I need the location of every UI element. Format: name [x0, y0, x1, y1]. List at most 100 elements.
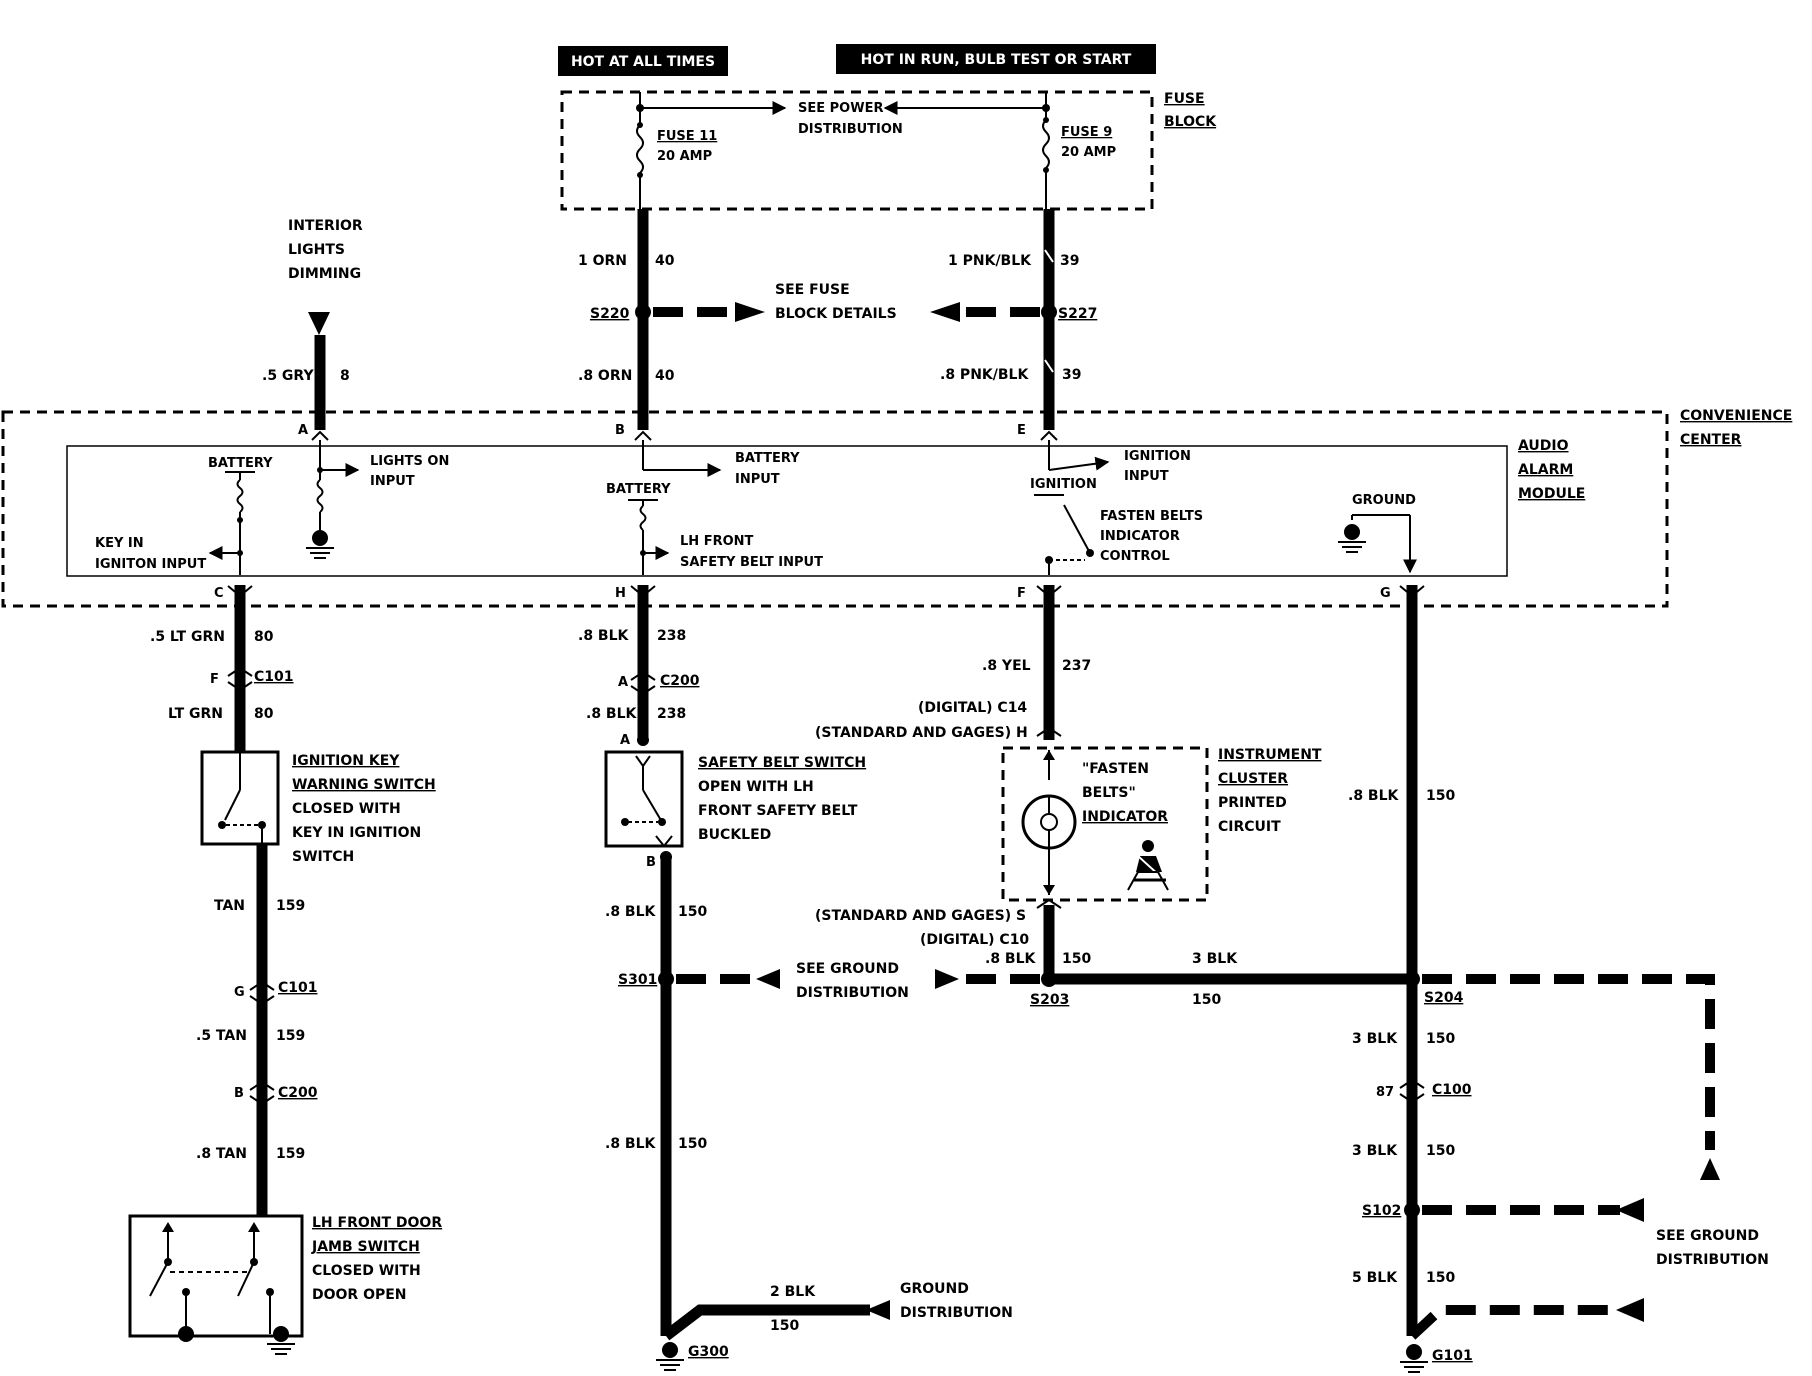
seatbelt-icon [1127, 840, 1169, 891]
wire-ckt-80b: 80 [254, 706, 274, 722]
ground-dist-right-1: SEE GROUND [1656, 1228, 1759, 1244]
splice-s227-label: S227 [1058, 306, 1097, 322]
wire-label-1-pnk: 1 PNK/BLK [948, 253, 1032, 269]
audio-alarm-1: AUDIO [1518, 438, 1569, 454]
wire-ckt-238a: 238 [657, 628, 686, 644]
fuse-11-symbol [636, 122, 644, 209]
wire-label-blk150-right: .8 BLK [1348, 788, 1400, 804]
pin-f: F [1017, 586, 1026, 601]
wire-ckt-39a: 39 [1060, 253, 1079, 269]
ignition-input-2: INPUT [1124, 469, 1169, 484]
safety-belt-switch-4: BUCKLED [698, 827, 771, 843]
ignition-switch-1: IGNITION KEY [292, 753, 400, 769]
wire-blk-150-cluster [935, 898, 1412, 989]
wire-ckt-150-ic: 150 [1062, 951, 1091, 967]
safety-belt-switch-1: SAFETY BELT SWITCH [698, 755, 866, 771]
fuse-block-label-1: FUSE [1164, 91, 1205, 107]
pin-sb-b: B [646, 855, 656, 870]
pin-g: G [1380, 586, 1391, 601]
fuse-9-symbol [1042, 117, 1050, 209]
interior-lights-1: INTERIOR [288, 218, 363, 234]
header-hot-at-all-times: HOT AT ALL TIMES [558, 46, 728, 76]
audio-alarm-3: MODULE [1518, 486, 1585, 502]
audio-alarm-2: ALARM [1518, 462, 1573, 478]
pin-c101-f: F [210, 672, 219, 687]
hot-in-run-label: HOT IN RUN, BULB TEST OR START [861, 52, 1132, 68]
ground-dist-bottom-2: DISTRIBUTION [900, 1305, 1013, 1321]
ground-g101-label: G101 [1432, 1348, 1473, 1364]
pin-b: B [615, 423, 625, 438]
ground-label-module: GROUND [1352, 493, 1416, 508]
wire-lt-grn-80 [227, 585, 253, 752]
door-switch-2: JAMB SWITCH [311, 1239, 420, 1255]
splice-s204-label: S204 [1424, 990, 1464, 1006]
s102-ground-dist-arrow [1422, 1198, 1644, 1222]
wire-tan-159 [249, 844, 275, 1216]
wire-ckt-159c: 159 [276, 1146, 305, 1162]
wire-label-1-orn: 1 ORN [578, 253, 627, 269]
fasten-belts-3: CONTROL [1100, 549, 1170, 564]
pin-c101-g: G [234, 985, 245, 1000]
pin-a: A [298, 423, 308, 438]
wire-orn-40 [635, 209, 651, 430]
ignition-label: IGNITION [1030, 477, 1097, 492]
ignition-switch-4: KEY IN IGNITION [292, 825, 421, 841]
pin-sb-a: A [620, 733, 630, 748]
splice-s102-dot [1404, 1202, 1420, 1218]
wire-label-8-pnk: .8 PNK/BLK [940, 367, 1029, 383]
ignition-key-warning-switch [200, 750, 280, 846]
wire-ckt-159a: 159 [276, 898, 305, 914]
wire-blk-150-safety [656, 851, 870, 1371]
wire-label-8-orn: .8 ORN [578, 368, 632, 384]
ground-g101-symbol [1406, 1344, 1422, 1360]
audio-alarm-module-box [66, 445, 1508, 577]
door-jamb-switch [128, 1214, 304, 1355]
lights-on-1: LIGHTS ON [370, 454, 449, 469]
wire-yel-237 [1036, 585, 1062, 740]
wire-ckt-150-sb2: 150 [678, 1136, 707, 1152]
ignition-switch-3: CLOSED WITH [292, 801, 401, 817]
instrument-cluster [1001, 746, 1209, 902]
wire-pnk-blk-39 [1041, 209, 1057, 430]
lh-front-2: SAFETY BELT INPUT [680, 555, 823, 570]
see-fuse-block-1: SEE FUSE [775, 282, 850, 298]
fuse-block-label-2: BLOCK [1164, 114, 1217, 130]
cluster-pin-standard-s: (STANDARD AND GAGES) S [815, 908, 1026, 924]
see-power-1: SEE POWER [798, 101, 883, 116]
fasten-belts-2: INDICATOR [1100, 529, 1180, 544]
instrument-cluster-4: CIRCUIT [1218, 819, 1281, 835]
door-switch-3: CLOSED WITH [312, 1263, 421, 1279]
wire-ckt-150-blk2: 150 [770, 1318, 799, 1334]
wire-ckt-238b: 238 [657, 706, 686, 722]
battery-input-2: INPUT [735, 472, 780, 487]
battery-label-1: BATTERY [208, 456, 273, 471]
wire-label-blk2: 2 BLK [770, 1284, 816, 1300]
wire-label-blk150-sb2: .8 BLK [605, 1136, 657, 1152]
connector-c101-b: C101 [278, 980, 318, 996]
wire-gry-8 [308, 312, 330, 430]
pin-c: C [214, 586, 224, 601]
convenience-center-1: CONVENIENCE [1680, 408, 1792, 424]
connector-c200-a: C200 [660, 673, 700, 689]
wire-ckt-237: 237 [1062, 658, 1091, 674]
ground-dist-mid-2: DISTRIBUTION [796, 985, 909, 1001]
wire-ckt-8: 8 [340, 368, 350, 384]
lights-on-2: INPUT [370, 474, 415, 489]
wire-ckt-40b: 40 [655, 368, 675, 384]
safety-belt-switch-3: FRONT SAFETY BELT [698, 803, 858, 819]
fasten-belts-1: FASTEN BELTS [1100, 509, 1203, 524]
interior-lights-3: DIMMING [288, 266, 361, 282]
wire-label-ltgrn: LT GRN [168, 706, 223, 722]
wire-label-ltgrn5: .5 LT GRN [150, 629, 225, 645]
fuse-11-rating: 20 AMP [657, 149, 712, 164]
wire-ckt-159b: 159 [276, 1028, 305, 1044]
fuse-9-rating: 20 AMP [1061, 145, 1116, 160]
wire-label-blk238a: .8 BLK [578, 628, 630, 644]
fuse-9-label: FUSE 9 [1061, 125, 1112, 140]
wire-ckt-150-sb: 150 [678, 904, 707, 920]
header-hot-in-run: HOT IN RUN, BULB TEST OR START [836, 44, 1156, 74]
splice-s203-label: S203 [1030, 992, 1069, 1008]
wire-label-blk3-h: 3 BLK [1192, 951, 1238, 967]
connector-c101-a: C101 [254, 669, 294, 685]
